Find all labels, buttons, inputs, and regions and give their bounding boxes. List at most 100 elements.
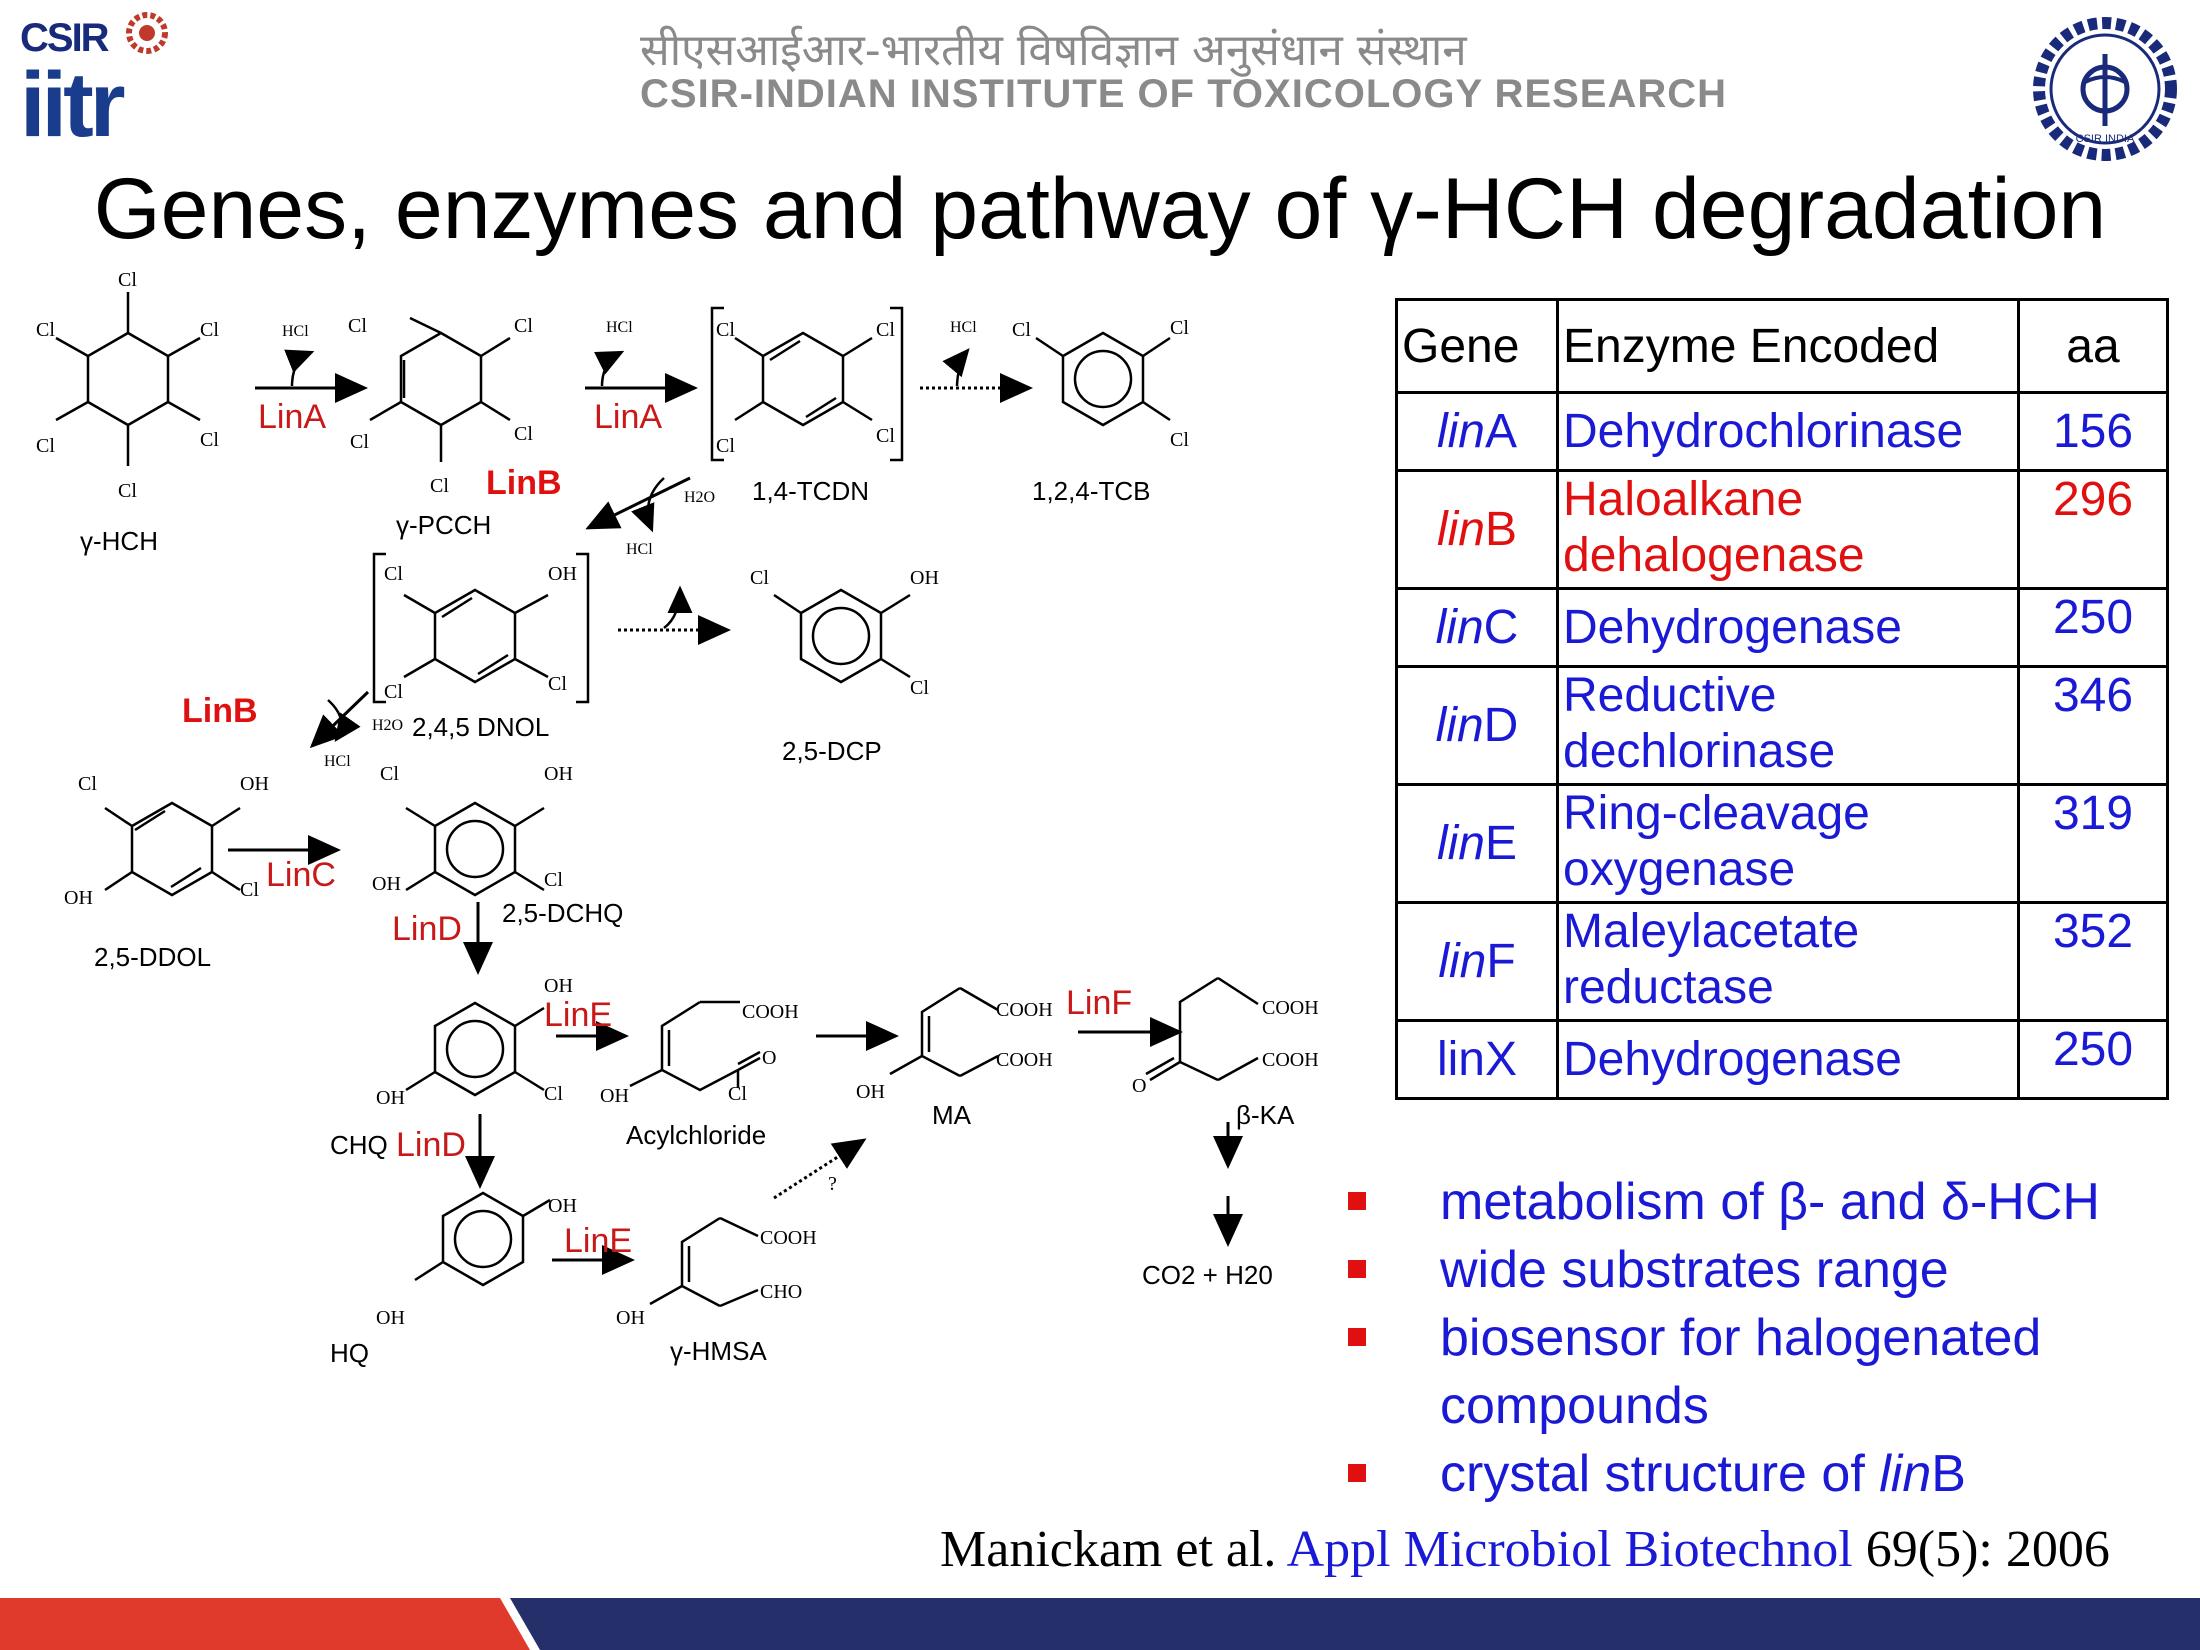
enzyme-cell: Ring-cleavage oxygenase bbox=[1556, 783, 2020, 904]
arrow-unknown bbox=[773, 1138, 867, 1200]
svg-text:O: O bbox=[1132, 1075, 1146, 1097]
enzyme-linb-1: LinB bbox=[486, 464, 562, 502]
svg-text:Cl: Cl bbox=[200, 429, 219, 451]
bullet-item: biosensor for halogenated compounds bbox=[1340, 1304, 2200, 1440]
svg-text:Cl: Cl bbox=[200, 319, 219, 341]
svg-text:Cl: Cl bbox=[716, 435, 735, 457]
label-dnol: 2,4,5 DNOL bbox=[412, 712, 549, 742]
gene-cell: linC bbox=[1395, 587, 1559, 668]
label-acyl: Acylchloride bbox=[626, 1120, 766, 1150]
aa-cell: 250 bbox=[2017, 1019, 2169, 1100]
gene-cell: linD bbox=[1395, 665, 1559, 786]
table-row: linE Ring-cleavage oxygenase 319 bbox=[1395, 783, 2169, 904]
bullet-item: wide substrates range bbox=[1340, 1236, 2200, 1304]
citation: Manickam et al. Appl Microbiol Biotechno… bbox=[940, 1520, 2110, 1579]
footer-navy-stripe bbox=[510, 1598, 2200, 1650]
emblem-caption: CSIR INDIA bbox=[2076, 133, 2135, 145]
arrow-linb-1 bbox=[585, 476, 691, 530]
svg-text:HCl: HCl bbox=[606, 319, 633, 336]
bullet-item: crystal structure of linB bbox=[1340, 1440, 2200, 1508]
csir-logo-text: CSIR bbox=[20, 16, 110, 60]
svg-text:OH: OH bbox=[616, 1307, 645, 1329]
svg-text:Cl: Cl bbox=[548, 673, 567, 695]
svg-text:Cl: Cl bbox=[876, 319, 895, 341]
enzyme-linf: LinF bbox=[1066, 984, 1132, 1022]
svg-text:Cl: Cl bbox=[544, 1083, 563, 1105]
svg-text:Cl: Cl bbox=[384, 563, 403, 585]
label-ghch: γ-HCH bbox=[80, 526, 158, 556]
ring-dnol bbox=[433, 588, 517, 684]
label-hq: HQ bbox=[330, 1338, 369, 1368]
label-ddol: 2,5-DDOL bbox=[94, 942, 211, 972]
svg-text:HCl: HCl bbox=[950, 319, 977, 336]
enzyme-lind-2: LinD bbox=[396, 1126, 466, 1164]
chain-bka bbox=[1178, 976, 1219, 1082]
footer-bar bbox=[0, 1598, 2200, 1650]
svg-text:CHO: CHO bbox=[760, 1281, 802, 1303]
svg-text:Cl: Cl bbox=[380, 763, 399, 785]
enzyme-cell: Maleylacetate reductase bbox=[1556, 901, 2020, 1022]
svg-text:Cl: Cl bbox=[348, 315, 367, 337]
svg-text:Cl: Cl bbox=[750, 567, 769, 589]
svg-text:?: ? bbox=[828, 1173, 837, 1195]
aa-cell: 346 bbox=[2017, 665, 2169, 786]
header-enzyme: Enzyme Encoded bbox=[1556, 298, 2020, 394]
svg-text:OH: OH bbox=[600, 1085, 629, 1107]
citation-authors: Manickam et al. bbox=[940, 1521, 1277, 1578]
aa-cell: 352 bbox=[2017, 901, 2169, 1022]
svg-text:COOH: COOH bbox=[1262, 997, 1319, 1019]
label-dcp: 2,5-DCP bbox=[782, 736, 882, 766]
bullet-item: metabolism of β- and δ-HCH bbox=[1340, 1168, 2200, 1236]
svg-text:Cl: Cl bbox=[430, 475, 449, 497]
iitr-logo-text: iitr bbox=[20, 54, 126, 156]
citation-journal: Appl Microbiol Biotechnol bbox=[1286, 1521, 1853, 1578]
bullet-square-icon bbox=[1348, 1328, 1366, 1346]
chain-hmsa bbox=[680, 1216, 721, 1308]
feature-bullets: metabolism of β- and δ-HCH wide substrat… bbox=[1340, 1168, 2200, 1508]
table-row: linB Haloalkane dehalogenase 296 bbox=[1395, 469, 2169, 590]
ring-ddol bbox=[130, 801, 214, 897]
svg-text:Cl: Cl bbox=[514, 315, 533, 337]
svg-text:Cl: Cl bbox=[78, 773, 97, 795]
svg-text:OH: OH bbox=[372, 873, 401, 895]
svg-text:Cl: Cl bbox=[544, 869, 563, 891]
table-row: linA Dehydrochlorinase 156 bbox=[1395, 391, 2169, 472]
svg-text:COOH: COOH bbox=[1262, 1049, 1319, 1071]
label-ma: MA bbox=[932, 1100, 972, 1130]
label-dchq: 2,5-DCHQ bbox=[502, 898, 623, 928]
csir-iitr-logo: CSIR iitr bbox=[20, 10, 170, 152]
svg-text:OH: OH bbox=[544, 975, 573, 997]
enzyme-linb-2: LinB bbox=[182, 692, 258, 730]
svg-text:OH: OH bbox=[376, 1087, 405, 1109]
enzyme-lind-1: LinD bbox=[392, 910, 462, 948]
svg-text:Cl: Cl bbox=[36, 435, 55, 457]
svg-text:Cl: Cl bbox=[876, 425, 895, 447]
chain-acyl bbox=[660, 1000, 739, 1092]
gene-cell: linE bbox=[1395, 783, 1559, 904]
svg-text:HCl: HCl bbox=[626, 541, 653, 558]
svg-text:OH: OH bbox=[544, 763, 573, 785]
svg-text:Cl: Cl bbox=[1012, 319, 1031, 341]
enzyme-cell: Dehydrogenase bbox=[1556, 1019, 2020, 1100]
table-row: linC Dehydrogenase 250 bbox=[1395, 587, 2169, 668]
slide-title: Genes, enzymes and pathway of γ-HCH degr… bbox=[93, 161, 2107, 257]
label-end-products: CO2 + H20 bbox=[1142, 1260, 1273, 1290]
svg-text:H2O: H2O bbox=[684, 489, 715, 506]
ring-gpcch bbox=[399, 331, 483, 427]
svg-text:Cl: Cl bbox=[118, 480, 137, 502]
svg-text:HCl: HCl bbox=[282, 323, 309, 340]
svg-text:COOH: COOH bbox=[760, 1227, 817, 1249]
aa-cell: 156 bbox=[2017, 391, 2169, 472]
svg-text:OH: OH bbox=[64, 887, 93, 909]
table-row: linX Dehydrogenase 250 bbox=[1395, 1019, 2169, 1100]
svg-text:COOH: COOH bbox=[996, 999, 1053, 1021]
svg-text:OH: OH bbox=[910, 567, 939, 589]
ring-tcdn bbox=[761, 331, 845, 427]
enzyme-lina-1: LinA bbox=[258, 398, 326, 436]
svg-text:OH: OH bbox=[548, 563, 577, 585]
enzyme-line-2: LinE bbox=[564, 1222, 632, 1260]
ring-ghch bbox=[86, 331, 170, 427]
enzyme-cell: Dehydrogenase bbox=[1556, 587, 2020, 668]
footer-red-stripe bbox=[0, 1598, 530, 1650]
enzyme-line-1: LinE bbox=[544, 996, 612, 1034]
